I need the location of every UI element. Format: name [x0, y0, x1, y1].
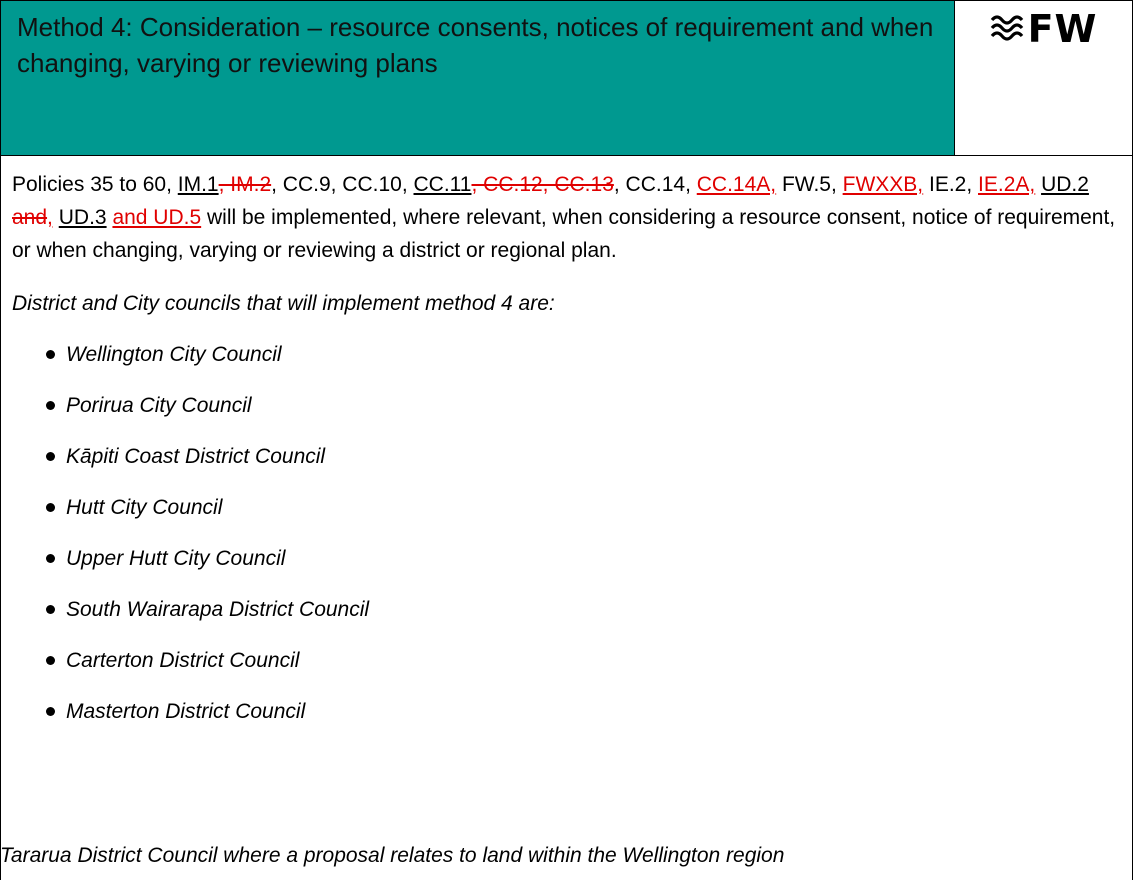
- policy-text-plain: , CC.14,: [613, 173, 697, 196]
- council-name: Carterton District Council: [66, 648, 300, 672]
- policy-text-underline: UD.2: [1041, 173, 1089, 196]
- logo-cell: FW: [955, 1, 1132, 155]
- council-name: Upper Hutt City Council: [66, 546, 286, 570]
- bullet-icon: [46, 707, 55, 716]
- policy-text-underline: CC.11: [413, 173, 472, 196]
- policy-text-inserted: ,: [47, 206, 53, 229]
- fw-logo: FW: [990, 9, 1098, 49]
- bullet-icon: [46, 350, 55, 359]
- council-list-item: Carterton District Council: [12, 635, 1119, 686]
- councils-intro: District and City councils that will imp…: [12, 292, 555, 315]
- council-name: Masterton District Council: [66, 699, 306, 723]
- bullet-icon: [46, 503, 55, 512]
- method-title: Method 4: Consideration – resource conse…: [1, 1, 955, 155]
- council-list-item: Hutt City Council: [12, 482, 1119, 533]
- bullet-icon: [46, 554, 55, 563]
- policy-text-inserted: CC.14A,: [696, 173, 777, 196]
- policy-text-plain: IE.2,: [923, 173, 979, 196]
- tararua-note: Tararua District Council where a proposa…: [0, 844, 785, 867]
- council-name: Wellington City Council: [66, 342, 282, 366]
- council-list-item: Porirua City Council: [12, 380, 1119, 431]
- policy-text-inserted: and UD.5: [112, 206, 202, 229]
- waves-icon: [990, 12, 1024, 47]
- council-name: Porirua City Council: [66, 393, 252, 417]
- council-name: Kāpiti Coast District Council: [66, 444, 326, 468]
- policy-text-plain: will be implemented, where relevant, whe…: [12, 206, 1116, 262]
- council-list-item: Wellington City Council: [12, 329, 1119, 380]
- method-header: Method 4: Consideration – resource conse…: [0, 0, 1133, 156]
- policy-text-deleted: , IM.2: [218, 173, 272, 196]
- council-list-item: Masterton District Council: [12, 686, 1119, 737]
- policy-text-underline: IM.1: [177, 173, 219, 196]
- bullet-icon: [46, 605, 55, 614]
- council-list-item: Kāpiti Coast District Council: [12, 431, 1119, 482]
- council-list-item: Upper Hutt City Council: [12, 533, 1119, 584]
- policy-text-plain: , CC.9, CC.10,: [271, 173, 414, 196]
- bullet-icon: [46, 452, 55, 461]
- council-name: Hutt City Council: [66, 495, 223, 519]
- policy-text-plain: Policies 35 to 60,: [12, 173, 178, 196]
- bullet-icon: [46, 401, 55, 410]
- policy-text-inserted: FWXXB,: [842, 173, 924, 196]
- logo-text: FW: [1027, 7, 1098, 51]
- council-name: South Wairarapa District Council: [66, 597, 370, 621]
- method-body: Policies 35 to 60, IM.1, IM.2, CC.9, CC.…: [0, 156, 1133, 737]
- council-list-item: South Wairarapa District Council: [12, 584, 1119, 635]
- policy-text-underline: UD.3: [58, 206, 107, 229]
- bullet-icon: [46, 656, 55, 665]
- policies-paragraph: Policies 35 to 60, IM.1, IM.2, CC.9, CC.…: [12, 168, 1119, 267]
- policy-text-plain: FW.5,: [776, 173, 843, 196]
- policy-text-inserted: IE.2A,: [978, 173, 1036, 196]
- policy-text-deleted: , CC.12, CC.13: [471, 173, 614, 196]
- policy-text-deleted: and: [12, 206, 48, 229]
